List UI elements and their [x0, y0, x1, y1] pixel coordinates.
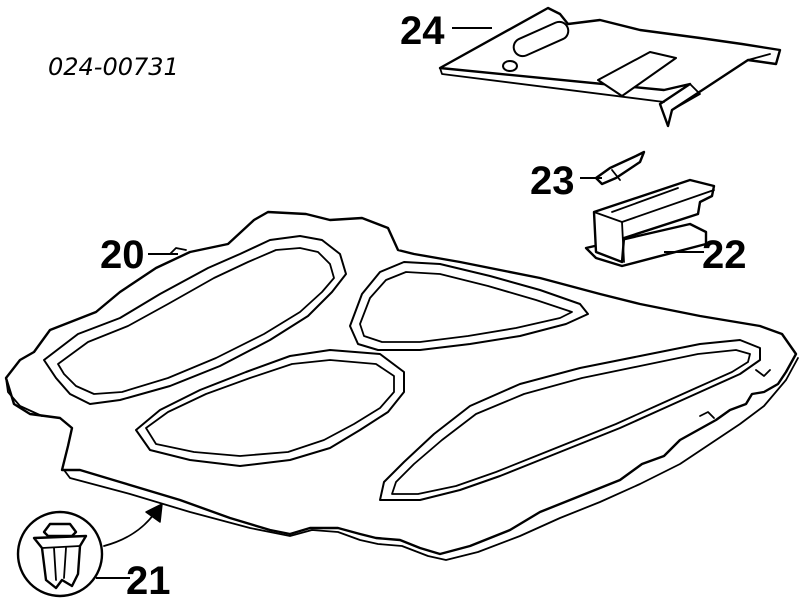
part-20-insulator: [4, 210, 799, 561]
callout-20-label: 20: [100, 233, 145, 277]
part-22-clip: [584, 178, 716, 268]
callout-24: 24: [400, 9, 492, 53]
callout-20: 20: [100, 233, 178, 277]
callout-24-label: 24: [400, 9, 445, 53]
part-21-fastener: [16, 510, 104, 598]
document-number: 024-00731: [48, 53, 179, 81]
callout-21-label: 21: [126, 559, 171, 599]
callout-22: 22: [664, 233, 747, 277]
part-24-panel: [438, 6, 782, 128]
part-23-pin: [594, 150, 646, 186]
callout-23: 23: [530, 159, 602, 203]
callout-21: 21: [96, 559, 171, 599]
install-arrow: [103, 503, 163, 547]
callout-22-label: 22: [702, 233, 747, 277]
callout-23-label: 23: [530, 159, 575, 203]
